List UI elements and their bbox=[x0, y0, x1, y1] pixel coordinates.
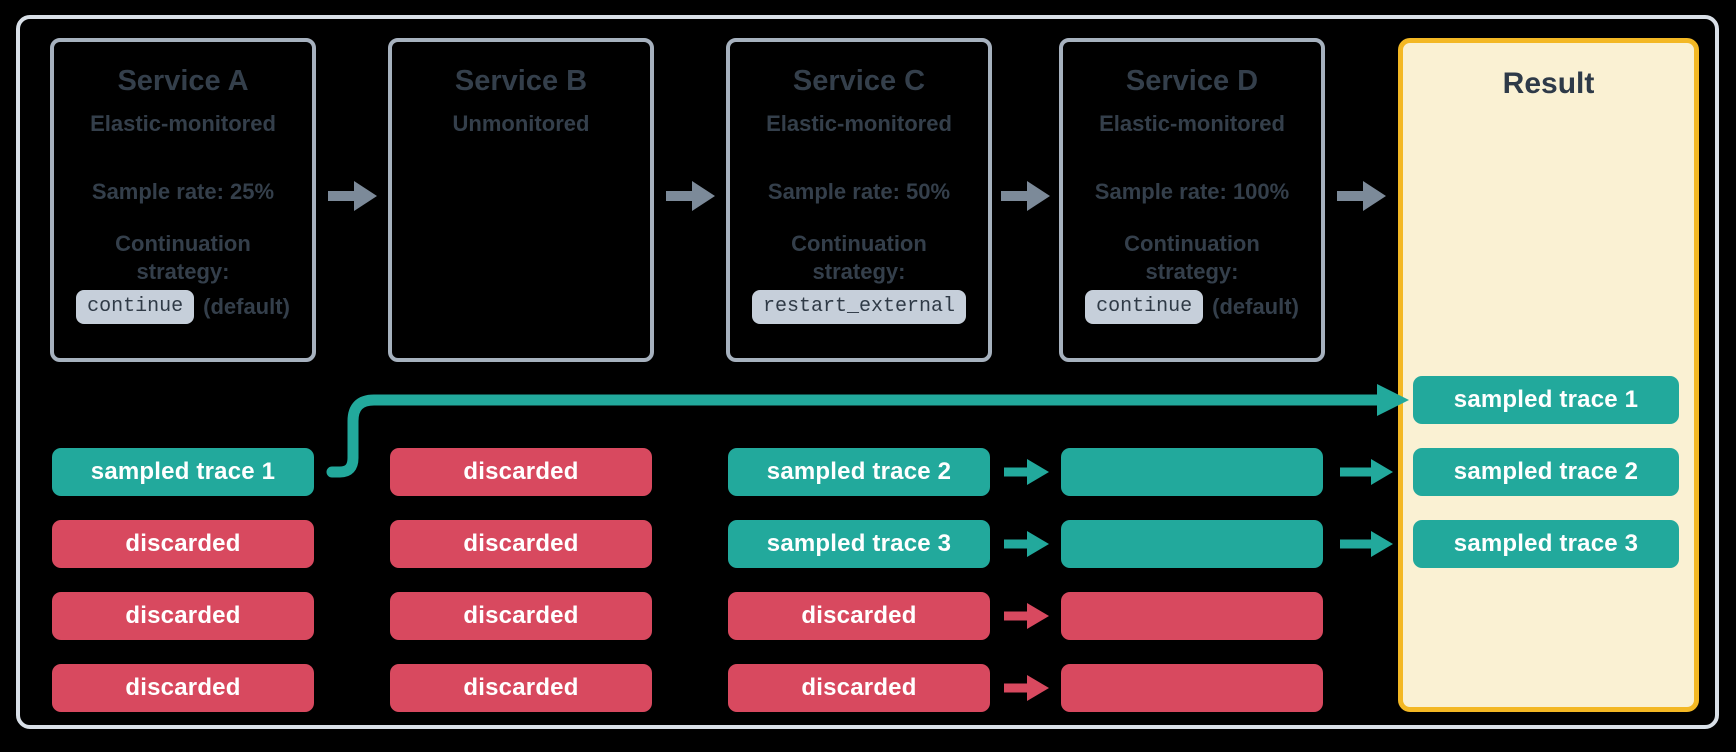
trace-pill: discarded bbox=[52, 520, 314, 568]
service-a-strategy-code-chip: continue bbox=[76, 290, 195, 324]
result-title: Result bbox=[1502, 67, 1595, 100]
trace-pill: discarded bbox=[390, 592, 652, 640]
trace-pill bbox=[1061, 592, 1323, 640]
service-a-sample-rate: Sample rate: 25% bbox=[91, 179, 275, 204]
trace-pill: discarded bbox=[390, 664, 652, 712]
service-c-sample-rate: Sample rate: 50% bbox=[767, 179, 951, 204]
service-d-box: Service D Elastic-monitored Sample rate:… bbox=[1059, 38, 1325, 362]
service-c-subtitle: Elastic-monitored bbox=[766, 111, 952, 136]
result-box: Result bbox=[1398, 38, 1699, 712]
service-d-strategy-suffix: (default) bbox=[1212, 294, 1299, 319]
result-pill: sampled trace 2 bbox=[1413, 448, 1679, 496]
service-c-box: Service C Elastic-monitored Sample rate:… bbox=[726, 38, 992, 362]
service-b-subtitle: Unmonitored bbox=[452, 111, 590, 136]
trace-pill: discarded bbox=[390, 520, 652, 568]
service-a-trace-column: sampled trace 1 discarded discarded disc… bbox=[52, 448, 314, 712]
trace-arrow-c-d-4-icon bbox=[1004, 675, 1049, 701]
result-trace-column: sampled trace 1 sampled trace 2 sampled … bbox=[1413, 376, 1679, 568]
trace-pill: sampled trace 1 bbox=[52, 448, 314, 496]
service-a-box: Service A Elastic-monitored Sample rate:… bbox=[50, 38, 316, 362]
service-b-trace-column: discarded discarded discarded discarded bbox=[390, 448, 652, 712]
service-a-strategy-row: continue (default) bbox=[76, 290, 290, 324]
service-c-trace-column: sampled trace 2 sampled trace 3 discarde… bbox=[728, 448, 990, 712]
result-pill: sampled trace 3 bbox=[1413, 520, 1679, 568]
trace-arrow-c-d-3-icon bbox=[1004, 603, 1049, 629]
trace-pill: discarded bbox=[390, 448, 652, 496]
result-pill: sampled trace 1 bbox=[1413, 376, 1679, 424]
trace-arrow-d-result-1-icon bbox=[1340, 459, 1393, 485]
trace-pill: discarded bbox=[728, 664, 990, 712]
service-d-title: Service D bbox=[1125, 65, 1259, 97]
service-c-strategy-code-chip: restart_external bbox=[751, 290, 967, 324]
flow-arrow-c-d-icon bbox=[1001, 181, 1050, 211]
service-a-continuation-label: Continuation strategy: bbox=[115, 231, 251, 284]
service-c-title: Service C bbox=[792, 65, 926, 97]
flow-arrow-d-result-icon bbox=[1337, 181, 1386, 211]
service-d-subtitle: Elastic-monitored bbox=[1099, 111, 1285, 136]
trace-pill bbox=[1061, 520, 1323, 568]
service-d-strategy-code-chip: continue bbox=[1085, 290, 1204, 324]
flow-arrow-a-b-icon bbox=[328, 181, 377, 211]
service-d-strategy-row: continue (default) bbox=[1085, 290, 1299, 324]
service-b-title: Service B bbox=[454, 65, 588, 97]
trace-pill: sampled trace 2 bbox=[728, 448, 990, 496]
service-a-subtitle: Elastic-monitored bbox=[90, 111, 276, 136]
flow-arrow-b-c-icon bbox=[666, 181, 715, 211]
service-d-trace-column bbox=[1061, 448, 1323, 712]
trace-arrow-c-d-1-icon bbox=[1004, 459, 1049, 485]
trace-pill: discarded bbox=[728, 592, 990, 640]
service-d-continuation-label: Continuation strategy: bbox=[1124, 231, 1260, 284]
service-c-continuation-label: Continuation strategy: bbox=[791, 231, 927, 284]
trace-arrow-c-d-2-icon bbox=[1004, 531, 1049, 557]
trace-pill: sampled trace 3 bbox=[728, 520, 990, 568]
trace-pill bbox=[1061, 664, 1323, 712]
trace-pill: discarded bbox=[52, 592, 314, 640]
service-a-title: Service A bbox=[117, 65, 249, 97]
trace-arrow-d-result-2-icon bbox=[1340, 531, 1393, 557]
trace-pill bbox=[1061, 448, 1323, 496]
service-c-strategy-row: restart_external bbox=[751, 290, 967, 324]
service-a-strategy-suffix: (default) bbox=[203, 294, 290, 319]
service-b-box: Service B Unmonitored bbox=[388, 38, 654, 362]
service-d-sample-rate: Sample rate: 100% bbox=[1094, 179, 1290, 204]
trace-pill: discarded bbox=[52, 664, 314, 712]
